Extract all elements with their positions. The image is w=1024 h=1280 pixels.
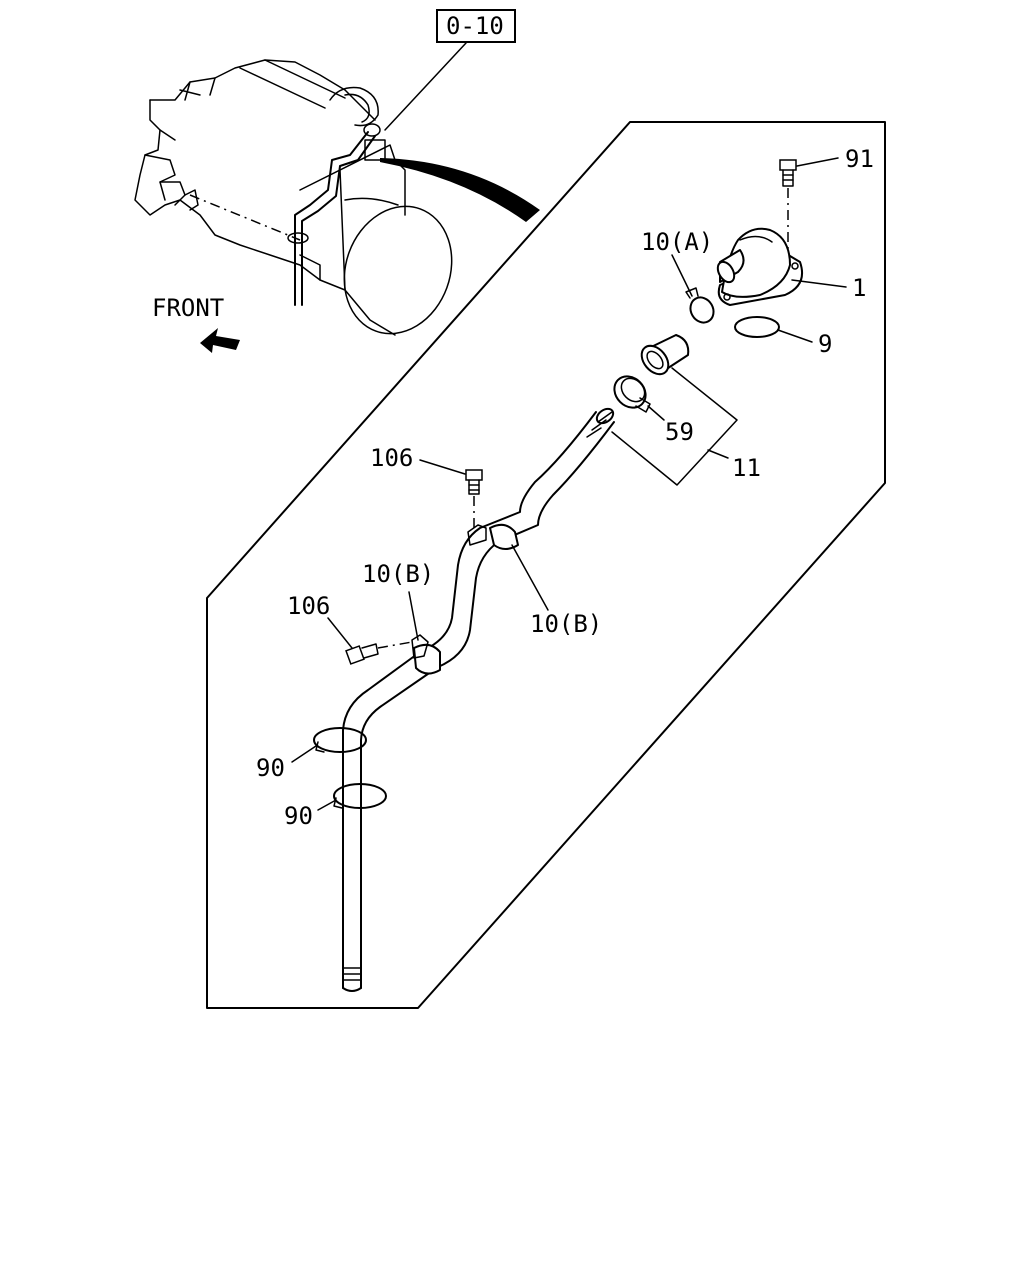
front-label: FRONT <box>152 294 224 322</box>
bolt-106-upper[interactable] <box>465 469 483 495</box>
bolt-91[interactable] <box>779 159 797 187</box>
bracket-lower[interactable] <box>411 634 429 659</box>
clamp-59[interactable] <box>608 370 652 414</box>
leader-10b-left <box>408 591 419 641</box>
leader-1 <box>791 279 847 288</box>
leader-11-bracket <box>611 367 738 486</box>
bracket-upper[interactable] <box>467 524 487 546</box>
callout-11[interactable]: 11 <box>732 454 761 482</box>
callout-59[interactable]: 59 <box>665 418 694 446</box>
callout-10a[interactable]: 10(A) <box>641 228 713 256</box>
callout-106-upper[interactable]: 106 <box>370 444 413 472</box>
callout-91[interactable]: 91 <box>845 145 874 173</box>
zoom-arrow-icon <box>380 158 540 222</box>
hose-11[interactable] <box>636 334 690 379</box>
water-pipe[interactable] <box>342 406 616 992</box>
clamp-90-upper[interactable] <box>313 727 367 753</box>
callout-90-upper[interactable]: 90 <box>256 754 285 782</box>
callout-9[interactable]: 9 <box>818 330 832 358</box>
leader-10a <box>671 254 693 297</box>
callout-90-lower[interactable]: 90 <box>284 802 313 830</box>
o-ring-9[interactable] <box>734 316 780 338</box>
leader-91 <box>796 157 839 167</box>
detail-inset-frame <box>206 121 886 1009</box>
leader-106-lower <box>327 617 353 649</box>
clamp-10a[interactable] <box>685 287 718 327</box>
thermostat-housing[interactable] <box>714 227 804 306</box>
leader-9 <box>777 329 813 343</box>
callout-10b-right[interactable]: 10(B) <box>530 610 602 638</box>
callout-106-lower[interactable]: 106 <box>287 592 330 620</box>
reference-leader <box>384 42 467 131</box>
engine-overview <box>134 59 453 336</box>
bolt-106-lower[interactable] <box>345 643 379 665</box>
leader-106-upper <box>419 459 466 475</box>
leader-11 <box>707 449 729 459</box>
callout-1[interactable]: 1 <box>852 274 866 302</box>
arrow-up-left-icon <box>200 328 240 353</box>
leader-59 <box>647 405 665 421</box>
leader-90-lower <box>317 799 337 811</box>
callout-10b-left[interactable]: 10(B) <box>362 560 434 588</box>
bolt-106-lower-axis <box>377 641 413 649</box>
leader-90-upper <box>291 745 317 763</box>
leader-10b-right <box>511 544 549 611</box>
reference-box[interactable]: 0-10 <box>436 9 516 43</box>
reference-box-label: 0-10 <box>446 12 504 40</box>
